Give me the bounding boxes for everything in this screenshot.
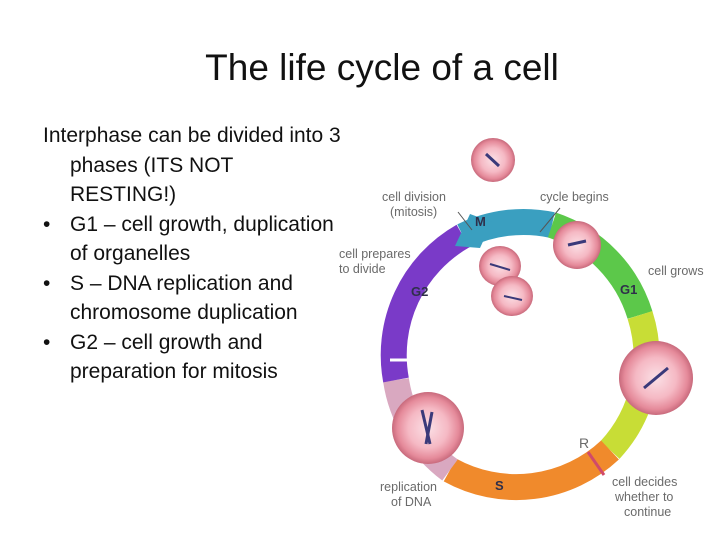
label-continue: continue: [624, 505, 671, 519]
ring-segment-s: [443, 440, 619, 501]
cell-top: [471, 138, 515, 182]
intro-text: Interphase can be divided into 3 phases …: [43, 124, 341, 206]
label-of-dna: of DNA: [391, 495, 432, 509]
bullet-s: • S – DNA replication and chromosome dupl…: [43, 269, 343, 328]
bullet-text: G2 – cell growth and preparation for mit…: [70, 330, 278, 384]
bullet-marker: •: [43, 330, 51, 354]
pointer-lines: [457, 207, 561, 233]
label-cell-division: cell division: [382, 190, 446, 204]
cell-right-small: [553, 221, 601, 269]
label-cell-prepares: cell prepares: [339, 247, 411, 261]
bullet-marker: •: [43, 212, 51, 236]
cell-dividing: [479, 246, 533, 316]
phase-label-g1: G1: [620, 282, 637, 297]
label-to-divide: to divide: [339, 262, 386, 276]
bullet-g2: • G2 – cell growth and preparation for mi…: [43, 328, 343, 387]
restriction-point-marker: [586, 451, 606, 476]
bullet-marker: •: [43, 271, 51, 295]
bullet-text: G1 – cell growth, duplication of organel…: [70, 212, 334, 266]
phase-label-r: R: [579, 435, 589, 451]
bullet-g1: • G1 – cell growth, duplication of organe…: [43, 210, 343, 269]
slide-title: The life cycle of a cell: [205, 47, 559, 88]
phase-label-s: S: [495, 478, 504, 493]
label-mitosis: (mitosis): [390, 205, 437, 219]
cell-left-large: [392, 392, 464, 464]
label-cell-decides: cell decides: [612, 475, 677, 489]
label-cycle-begins: cycle begins: [540, 190, 609, 204]
label-replication: replication: [380, 480, 437, 494]
label-whether-to: whether to: [614, 490, 673, 504]
cell-right-large: [619, 341, 693, 415]
phase-label-m: M: [475, 214, 486, 229]
bullet-text: S – DNA replication and chromosome dupli…: [70, 271, 298, 325]
bullet-list: • G1 – cell growth, duplication of organe…: [43, 210, 343, 387]
label-cell-grows: cell grows: [648, 264, 704, 278]
phase-label-g2: G2: [411, 284, 428, 299]
slide-body: Interphase can be divided into 3 phases …: [43, 121, 343, 387]
cell-cycle-diagram: M G1 G2 S R cell division (mitosis) cycl…: [339, 138, 704, 519]
mitosis-wedge: [455, 214, 492, 248]
ring-segment-g2: [380, 224, 470, 383]
